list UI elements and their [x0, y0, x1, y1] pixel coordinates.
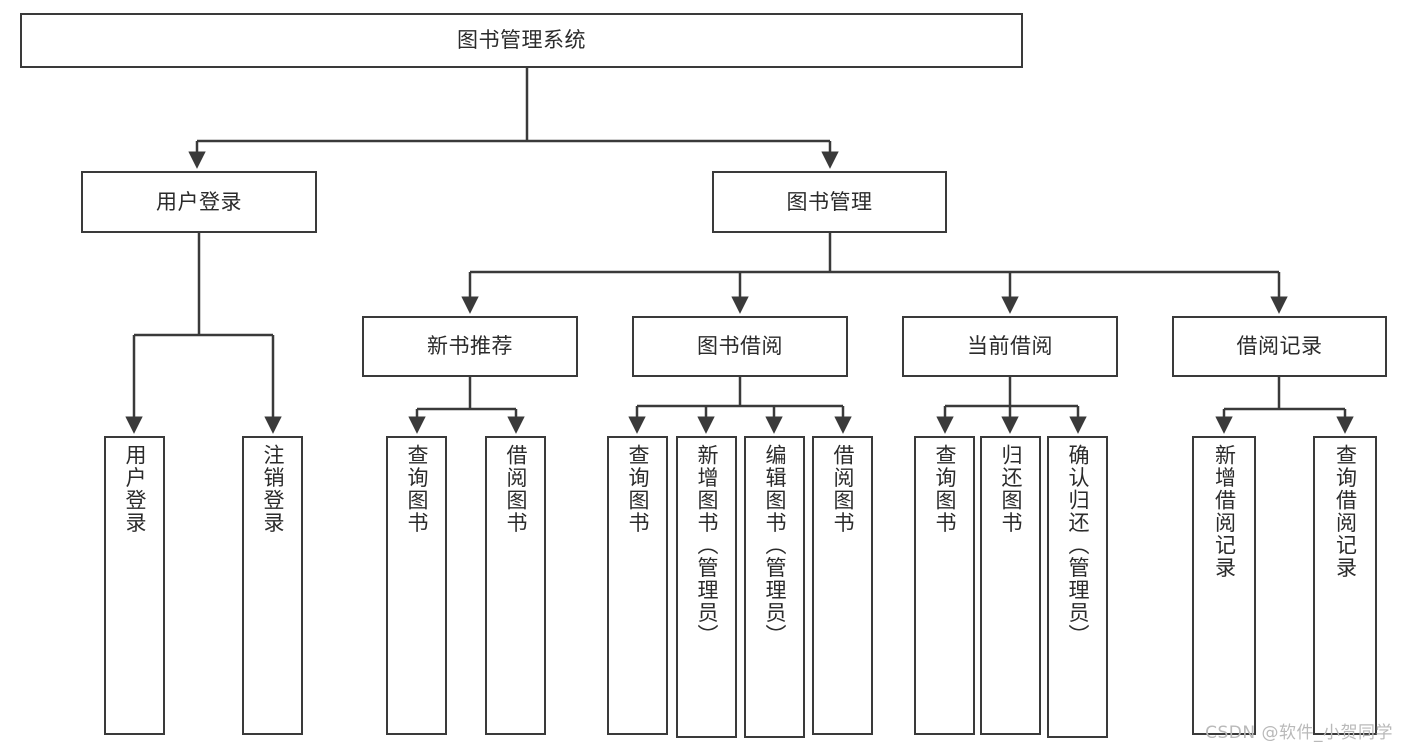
node-user-login-label: 用户登录	[156, 189, 242, 214]
node-leaf-return-book-label: 归还图书	[999, 444, 1023, 534]
node-leaf-confirm-return[interactable]: 确认归还（管理员）	[1047, 436, 1108, 738]
node-book-borrow-label: 图书借阅	[697, 334, 783, 359]
node-leaf-query-book-2[interactable]: 查询图书	[607, 436, 668, 735]
node-leaf-borrow-book-1[interactable]: 借阅图书	[485, 436, 546, 735]
node-book-manage[interactable]: 图书管理	[712, 171, 947, 233]
node-leaf-add-record[interactable]: 新增借阅记录	[1192, 436, 1256, 735]
node-leaf-borrow-book-2-label: 借阅图书	[831, 444, 855, 534]
node-leaf-borrow-book-1-label: 借阅图书	[504, 444, 528, 534]
node-leaf-query-book-1-label: 查询图书	[405, 444, 429, 534]
node-leaf-query-book-1[interactable]: 查询图书	[386, 436, 447, 735]
node-leaf-query-book-2-label: 查询图书	[626, 444, 650, 534]
node-borrow-record[interactable]: 借阅记录	[1172, 316, 1387, 377]
node-leaf-logout[interactable]: 注销登录	[242, 436, 303, 735]
node-root[interactable]: 图书管理系统	[20, 13, 1023, 68]
node-new-book-recommend[interactable]: 新书推荐	[362, 316, 578, 377]
node-current-borrow-label: 当前借阅	[967, 334, 1053, 359]
node-leaf-query-book-3-label: 查询图书	[933, 444, 957, 534]
node-leaf-return-book[interactable]: 归还图书	[980, 436, 1041, 735]
node-leaf-query-record-label: 查询借阅记录	[1333, 444, 1358, 579]
csdn-watermark: CSDN @软件_小贺同学	[1205, 723, 1393, 743]
node-leaf-confirm-return-label: 确认归还（管理员）	[1066, 444, 1090, 647]
node-leaf-add-book[interactable]: 新增图书（管理员）	[676, 436, 737, 738]
node-user-login[interactable]: 用户登录	[81, 171, 317, 233]
node-leaf-add-record-label: 新增借阅记录	[1212, 444, 1237, 579]
node-root-label: 图书管理系统	[457, 28, 586, 53]
node-leaf-query-record[interactable]: 查询借阅记录	[1313, 436, 1377, 735]
node-current-borrow[interactable]: 当前借阅	[902, 316, 1118, 377]
node-leaf-user-login-label: 用户登录	[123, 444, 147, 534]
node-borrow-record-label: 借阅记录	[1236, 334, 1323, 359]
node-leaf-borrow-book-2[interactable]: 借阅图书	[812, 436, 873, 735]
node-leaf-logout-label: 注销登录	[261, 444, 285, 534]
node-book-manage-label: 图书管理	[786, 189, 873, 214]
node-book-borrow[interactable]: 图书借阅	[632, 316, 848, 377]
node-leaf-user-login[interactable]: 用户登录	[104, 436, 165, 735]
node-leaf-add-book-label: 新增图书（管理员）	[695, 444, 719, 647]
node-new-book-recommend-label: 新书推荐	[427, 334, 513, 359]
node-leaf-edit-book-label: 编辑图书（管理员）	[763, 444, 787, 647]
node-leaf-query-book-3[interactable]: 查询图书	[914, 436, 975, 735]
node-leaf-edit-book[interactable]: 编辑图书（管理员）	[744, 436, 805, 738]
